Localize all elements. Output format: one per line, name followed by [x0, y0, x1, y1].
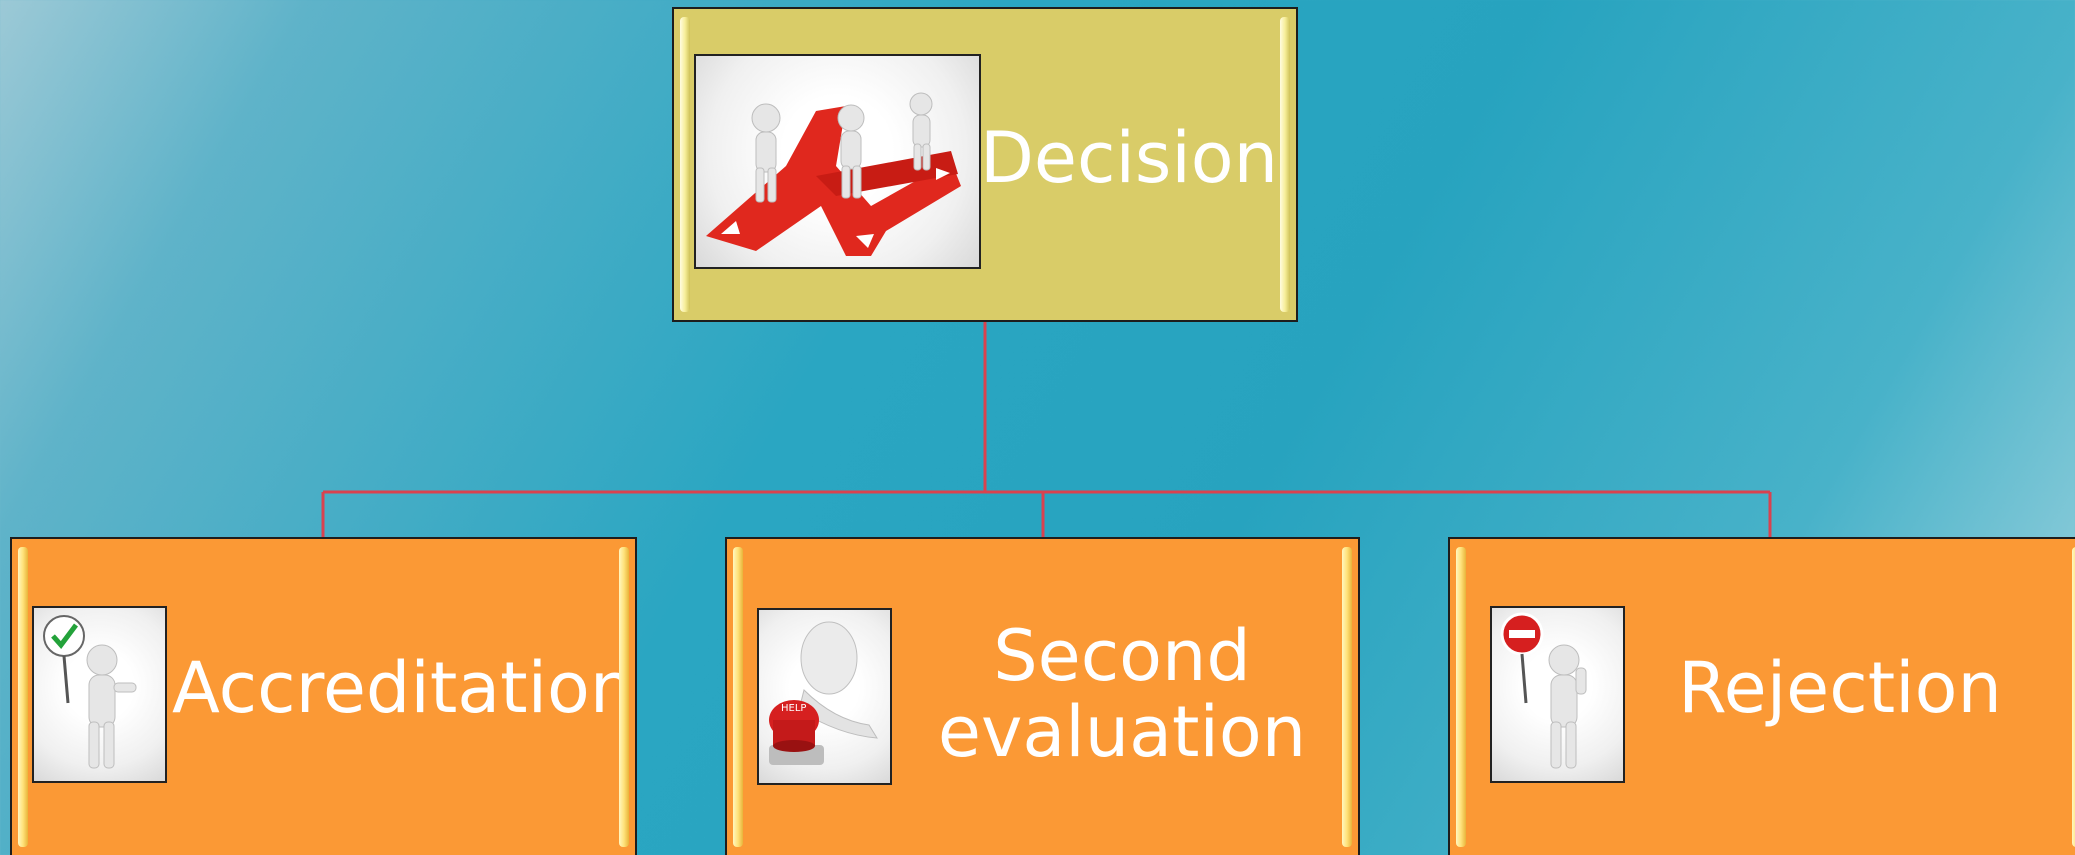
help-button-figure-icon: HELP [757, 608, 892, 785]
rejection-node: Rejection [1448, 537, 2075, 855]
second-evaluation-label-line2: evaluation [937, 690, 1307, 773]
stop-sign-figure-icon [1490, 606, 1625, 783]
checkmark-sign-figure-icon [32, 606, 167, 783]
accreditation-label: Accreditation [172, 647, 635, 729]
crossroads-figures-icon [694, 54, 981, 269]
second-evaluation-label-line1: Second [993, 615, 1251, 697]
second-evaluation-label: Second evaluation [922, 615, 1322, 773]
decision-node: Decision [672, 7, 1298, 322]
accreditation-node: Accreditation [10, 537, 637, 855]
second-evaluation-node: HELP Second evaluation [725, 537, 1360, 855]
decision-label: Decision [979, 117, 1278, 199]
svg-text:HELP: HELP [781, 703, 806, 714]
rejection-label: Rejection [1678, 647, 2002, 729]
